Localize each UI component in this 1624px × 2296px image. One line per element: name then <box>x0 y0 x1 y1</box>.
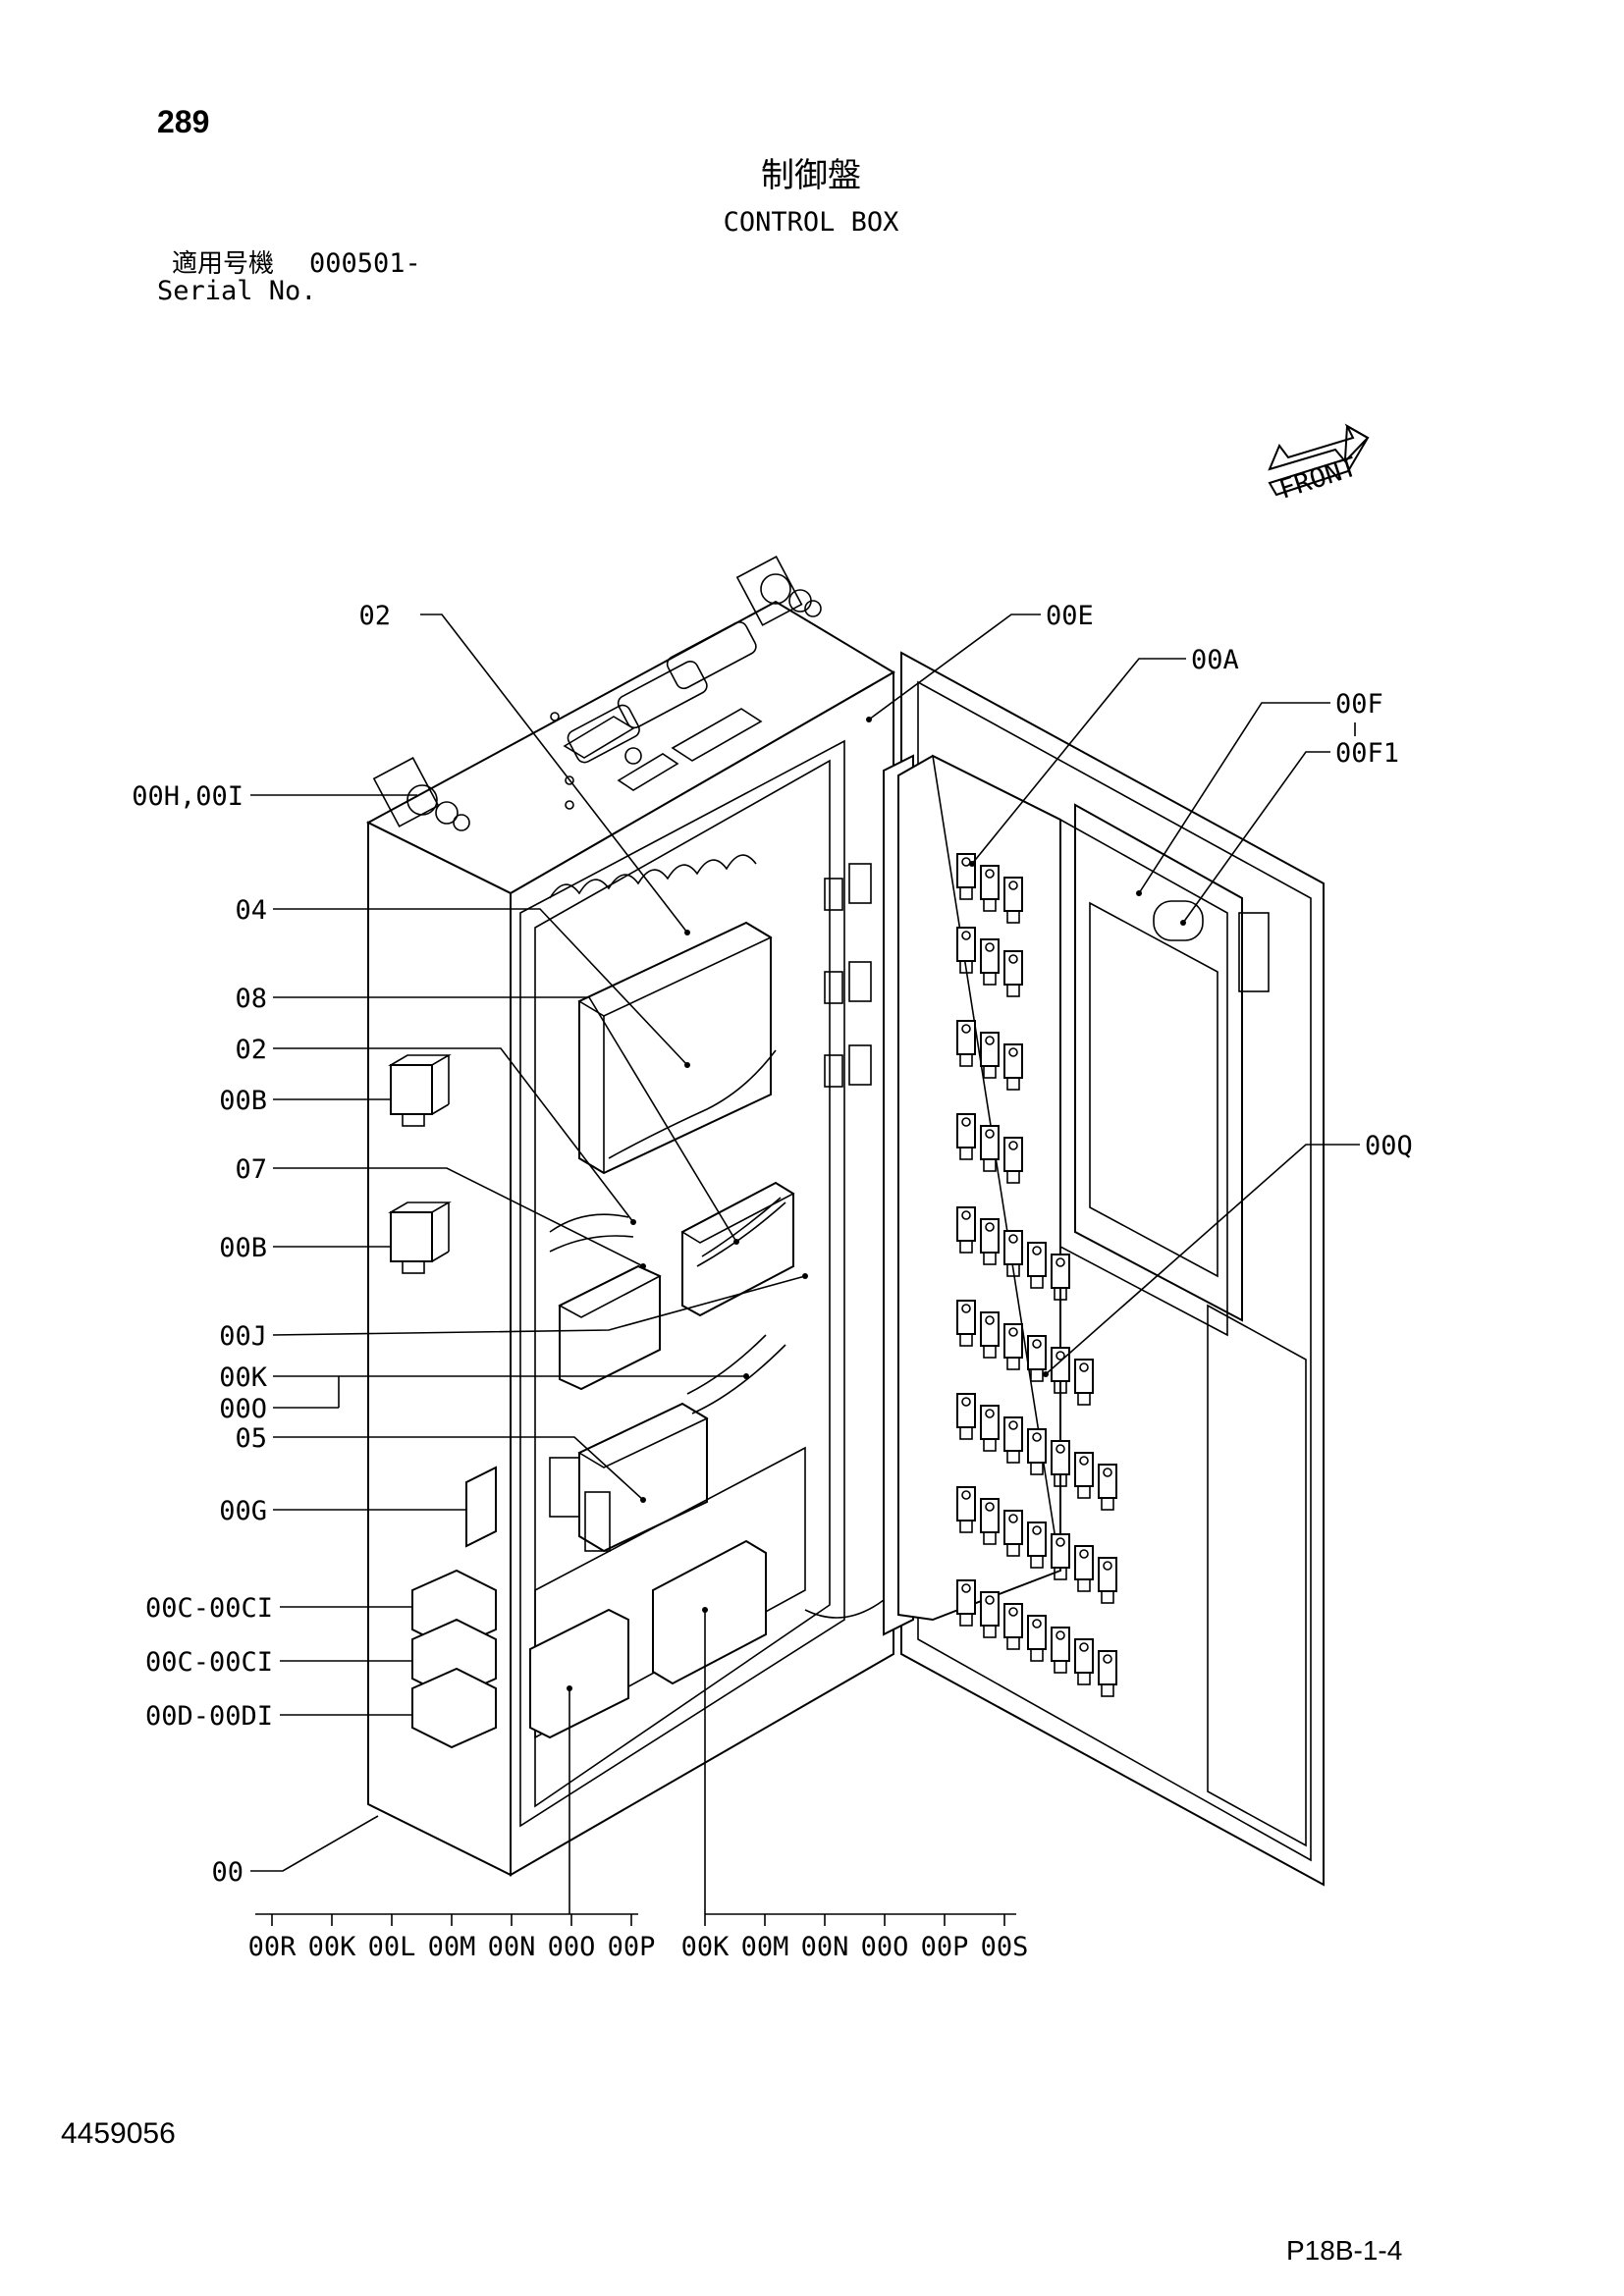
callout-00F: 00F <box>1335 689 1383 720</box>
serial-label-japanese: 適用号機 <box>172 248 274 278</box>
callout-00B-upper: 00B <box>219 1086 267 1116</box>
fuse-icon <box>980 1498 1000 1545</box>
fuse-icon <box>1074 1545 1094 1592</box>
fuse-icon <box>1074 1359 1094 1406</box>
fuse-icon <box>956 1020 976 1067</box>
bottom-callout-label: 00K <box>681 1932 731 1962</box>
fuse-icon <box>1051 1627 1070 1674</box>
fuse-icon <box>1051 1533 1070 1580</box>
bottom-callout-label: 00O <box>548 1932 596 1962</box>
callout-00: 00 <box>211 1857 244 1888</box>
document-number: 4459056 <box>61 2117 176 2150</box>
callout-08: 08 <box>235 984 267 1014</box>
bottom-callout-label: 00L <box>368 1932 416 1962</box>
page-code: P18B-1-4 <box>1286 2235 1402 2266</box>
callout-00E: 00E <box>1046 601 1094 631</box>
fuse-icon <box>1003 1510 1023 1557</box>
callout-04: 04 <box>235 895 267 926</box>
bottom-callouts: 00R 00K 00L 00M 00N 00O 00P 00K 00M 00N 00O 00P 00S <box>248 1607 1029 1962</box>
serial-value: 000501- <box>309 248 421 279</box>
fuse-icon <box>1003 1603 1023 1650</box>
callout-02-top: 02 <box>358 601 391 631</box>
fuse-icon <box>1003 1416 1023 1464</box>
callout-07: 07 <box>235 1154 267 1185</box>
bottom-callout-label: 00M <box>741 1932 789 1962</box>
front-label: FRONT <box>1275 452 1361 506</box>
fuse-icon <box>1074 1452 1094 1499</box>
callout-00K: 00K <box>219 1362 268 1393</box>
fuse-icon <box>956 1393 976 1440</box>
bottom-callout-label: 00N <box>801 1932 849 1962</box>
callout-00C-00CI-1: 00C-00CI <box>145 1593 273 1624</box>
fuse-icon <box>1098 1557 1117 1604</box>
title-english: CONTROL BOX <box>724 207 899 238</box>
callout-00F1: 00F1 <box>1335 738 1399 769</box>
fuse-icon <box>956 1300 976 1347</box>
fuse-array <box>956 853 1117 1697</box>
fuse-icon <box>980 1591 1000 1638</box>
callout-00H-00I: 00H,00I <box>132 781 244 812</box>
fuse-icon <box>1098 1464 1117 1511</box>
fuse-icon <box>980 1032 1000 1079</box>
hinge-connectors <box>824 863 872 1088</box>
callout-00A: 00A <box>1191 645 1239 675</box>
fuse-icon <box>1003 950 1023 997</box>
callout-02-mid: 02 <box>235 1035 267 1065</box>
callout-00B-lower: 00B <box>219 1233 267 1263</box>
fuse-icon <box>1003 1230 1023 1277</box>
fuse-icon <box>980 938 1000 986</box>
callout-05: 05 <box>235 1423 267 1454</box>
fuse-icon <box>1003 1137 1023 1184</box>
relay-upper <box>388 1054 452 1127</box>
fuse-icon <box>956 1579 976 1627</box>
front-arrow-icon: FRONT <box>1268 423 1370 506</box>
fuse-icon <box>1003 877 1023 924</box>
fuse-icon <box>1027 1615 1047 1662</box>
bottom-callout-label: 00O <box>861 1932 909 1962</box>
fuse-icon <box>980 865 1000 912</box>
fuse-icon <box>1027 1335 1047 1382</box>
fuse-icon <box>1051 1347 1070 1394</box>
fuse-icon <box>956 1113 976 1160</box>
callout-00C-00CI-2: 00C-00CI <box>145 1647 273 1678</box>
fuse-icon <box>1027 1242 1047 1289</box>
callout-00D-00DI: 00D-00DI <box>145 1701 273 1732</box>
relay-lower <box>388 1201 452 1274</box>
fuse-icon <box>956 1206 976 1254</box>
bottom-callout-label: 00P <box>608 1932 656 1962</box>
right-callouts: 00E 00A 00F 00F1 00Q <box>866 601 1413 1377</box>
fuse-icon <box>1003 1043 1023 1091</box>
fuse-icon <box>1051 1440 1070 1487</box>
callout-00O: 00O <box>219 1394 267 1424</box>
bottom-callout-label: 00K <box>308 1932 357 1962</box>
page-number: 289 <box>157 104 209 139</box>
fuse-icon <box>1098 1650 1117 1697</box>
bottom-callout-label: 00M <box>428 1932 476 1962</box>
fuse-icon <box>956 927 976 974</box>
fuse-icon <box>980 1311 1000 1359</box>
callout-00Q: 00Q <box>1365 1131 1413 1161</box>
callout-00J: 00J <box>219 1321 267 1352</box>
bottom-callout-label: 00P <box>921 1932 969 1962</box>
fuse-icon <box>980 1125 1000 1172</box>
callout-00G: 00G <box>219 1496 267 1526</box>
fuse-icon <box>1027 1522 1047 1569</box>
bottom-callout-label: 00R <box>248 1932 298 1962</box>
control-box-cabinet <box>365 556 909 1877</box>
fuse-icon <box>980 1405 1000 1452</box>
fuse-icon <box>1074 1638 1094 1685</box>
fuse-icon <box>1051 1254 1070 1301</box>
fuse-icon <box>1003 1323 1023 1370</box>
fuse-icon <box>956 1486 976 1533</box>
left-callouts: 02 00H,00I 04 08 02 00B 07 00B 00J 00K 0… <box>132 601 808 1888</box>
bottom-callout-label: 00N <box>488 1932 536 1962</box>
control-box-door <box>883 651 1325 1887</box>
title-japanese: 制御盤 <box>761 157 861 194</box>
fuse-icon <box>980 1218 1000 1265</box>
serial-label-english: Serial No. <box>157 276 317 306</box>
bottom-callout-label: 00S <box>981 1932 1029 1962</box>
fuse-icon <box>1027 1428 1047 1475</box>
